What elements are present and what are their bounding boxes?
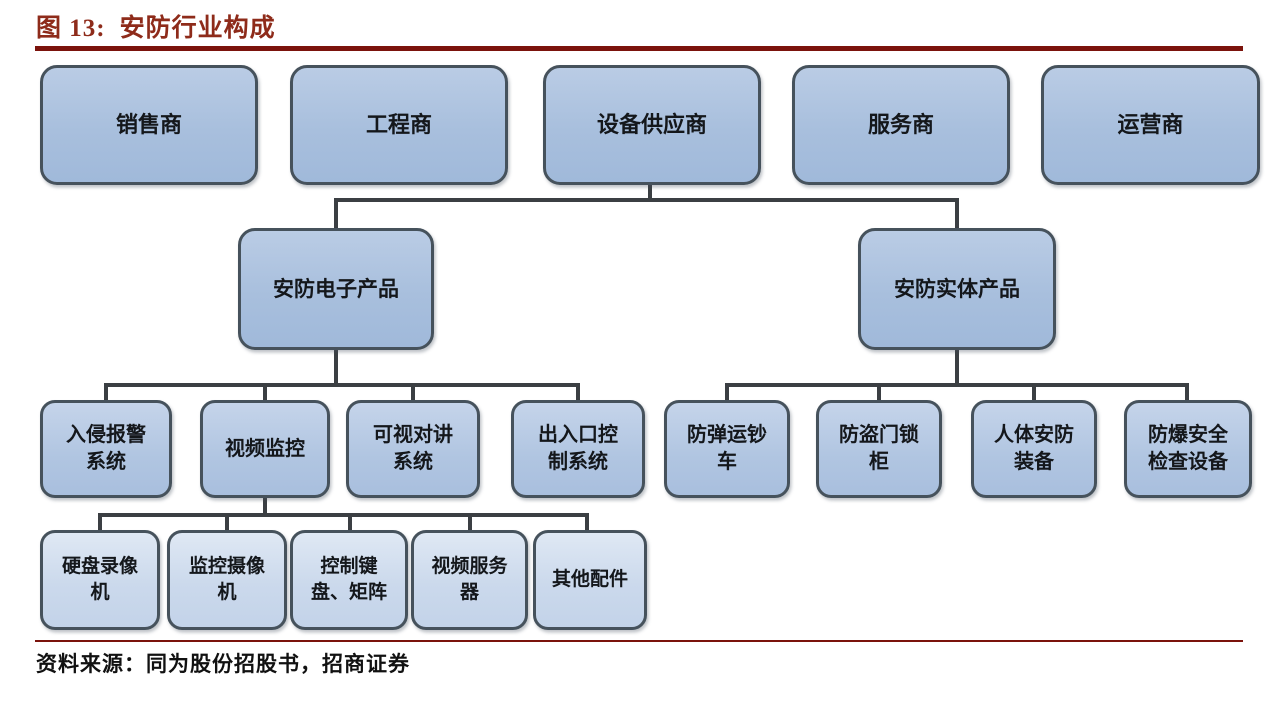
connector-line: [648, 185, 652, 202]
org-node-video-server: 视频服务 器: [411, 530, 528, 630]
org-node-operator: 运营商: [1041, 65, 1260, 185]
org-node-service-provider: 服务商: [792, 65, 1010, 185]
connector-line: [725, 383, 1189, 387]
org-node-intrusion-alarm-system: 入侵报警 系统: [40, 400, 172, 498]
org-node-engineering: 工程商: [290, 65, 508, 185]
connector-line: [725, 383, 729, 403]
org-node-bulletproof-cash-vehicle: 防弹运钞 车: [664, 400, 790, 498]
source-note: 资料来源：同为股份招股书，招商证券: [36, 652, 410, 676]
connector-line: [576, 383, 580, 403]
connector-line: [334, 198, 959, 202]
connector-line: [334, 350, 338, 387]
org-node-surveillance-camera: 监控摄像 机: [167, 530, 287, 630]
connector-line: [1185, 383, 1189, 403]
org-node-access-control-system: 出入口控 制系统: [511, 400, 645, 498]
connector-line: [263, 498, 267, 517]
title-divider-rule: [35, 46, 1243, 51]
org-node-personal-security-equipment: 人体安防 装备: [971, 400, 1097, 498]
org-node-physical-products: 安防实体产品: [858, 228, 1056, 350]
connector-line: [955, 350, 959, 387]
connector-line: [225, 513, 229, 533]
figure-number-label: 图 13:: [36, 15, 106, 42]
org-node-electronic-products: 安防电子产品: [238, 228, 434, 350]
connector-line: [98, 513, 589, 517]
org-node-video-surveillance: 视频监控: [200, 400, 330, 498]
connector-line: [334, 198, 338, 230]
connector-line: [263, 383, 267, 403]
connector-line: [104, 383, 580, 387]
connector-line: [348, 513, 352, 533]
connector-line: [411, 383, 415, 403]
org-node-antitheft-door-lock-cabinet: 防盗门锁 柜: [816, 400, 942, 498]
org-node-control-keyboard-matrix: 控制键 盘、矩阵: [290, 530, 408, 630]
org-node-sales: 销售商: [40, 65, 258, 185]
connector-line: [955, 198, 959, 230]
footer-divider-rule: [35, 640, 1243, 642]
figure-title-text: 安防行业构成: [119, 15, 276, 42]
figure-title: 图 13: 安防行业构成: [36, 8, 276, 44]
connector-line: [1032, 383, 1036, 403]
connector-line: [468, 513, 472, 533]
connector-line: [98, 513, 102, 533]
org-node-explosion-proof-inspection-equipment: 防爆安全 检查设备: [1124, 400, 1252, 498]
org-node-equipment-supplier: 设备供应商: [543, 65, 761, 185]
org-node-hard-disk-recorder: 硬盘录像 机: [40, 530, 160, 630]
connector-line: [585, 513, 589, 533]
org-node-video-intercom-system: 可视对讲 系统: [346, 400, 480, 498]
connector-line: [877, 383, 881, 403]
org-node-other-accessories: 其他配件: [533, 530, 647, 630]
connector-line: [104, 383, 108, 403]
